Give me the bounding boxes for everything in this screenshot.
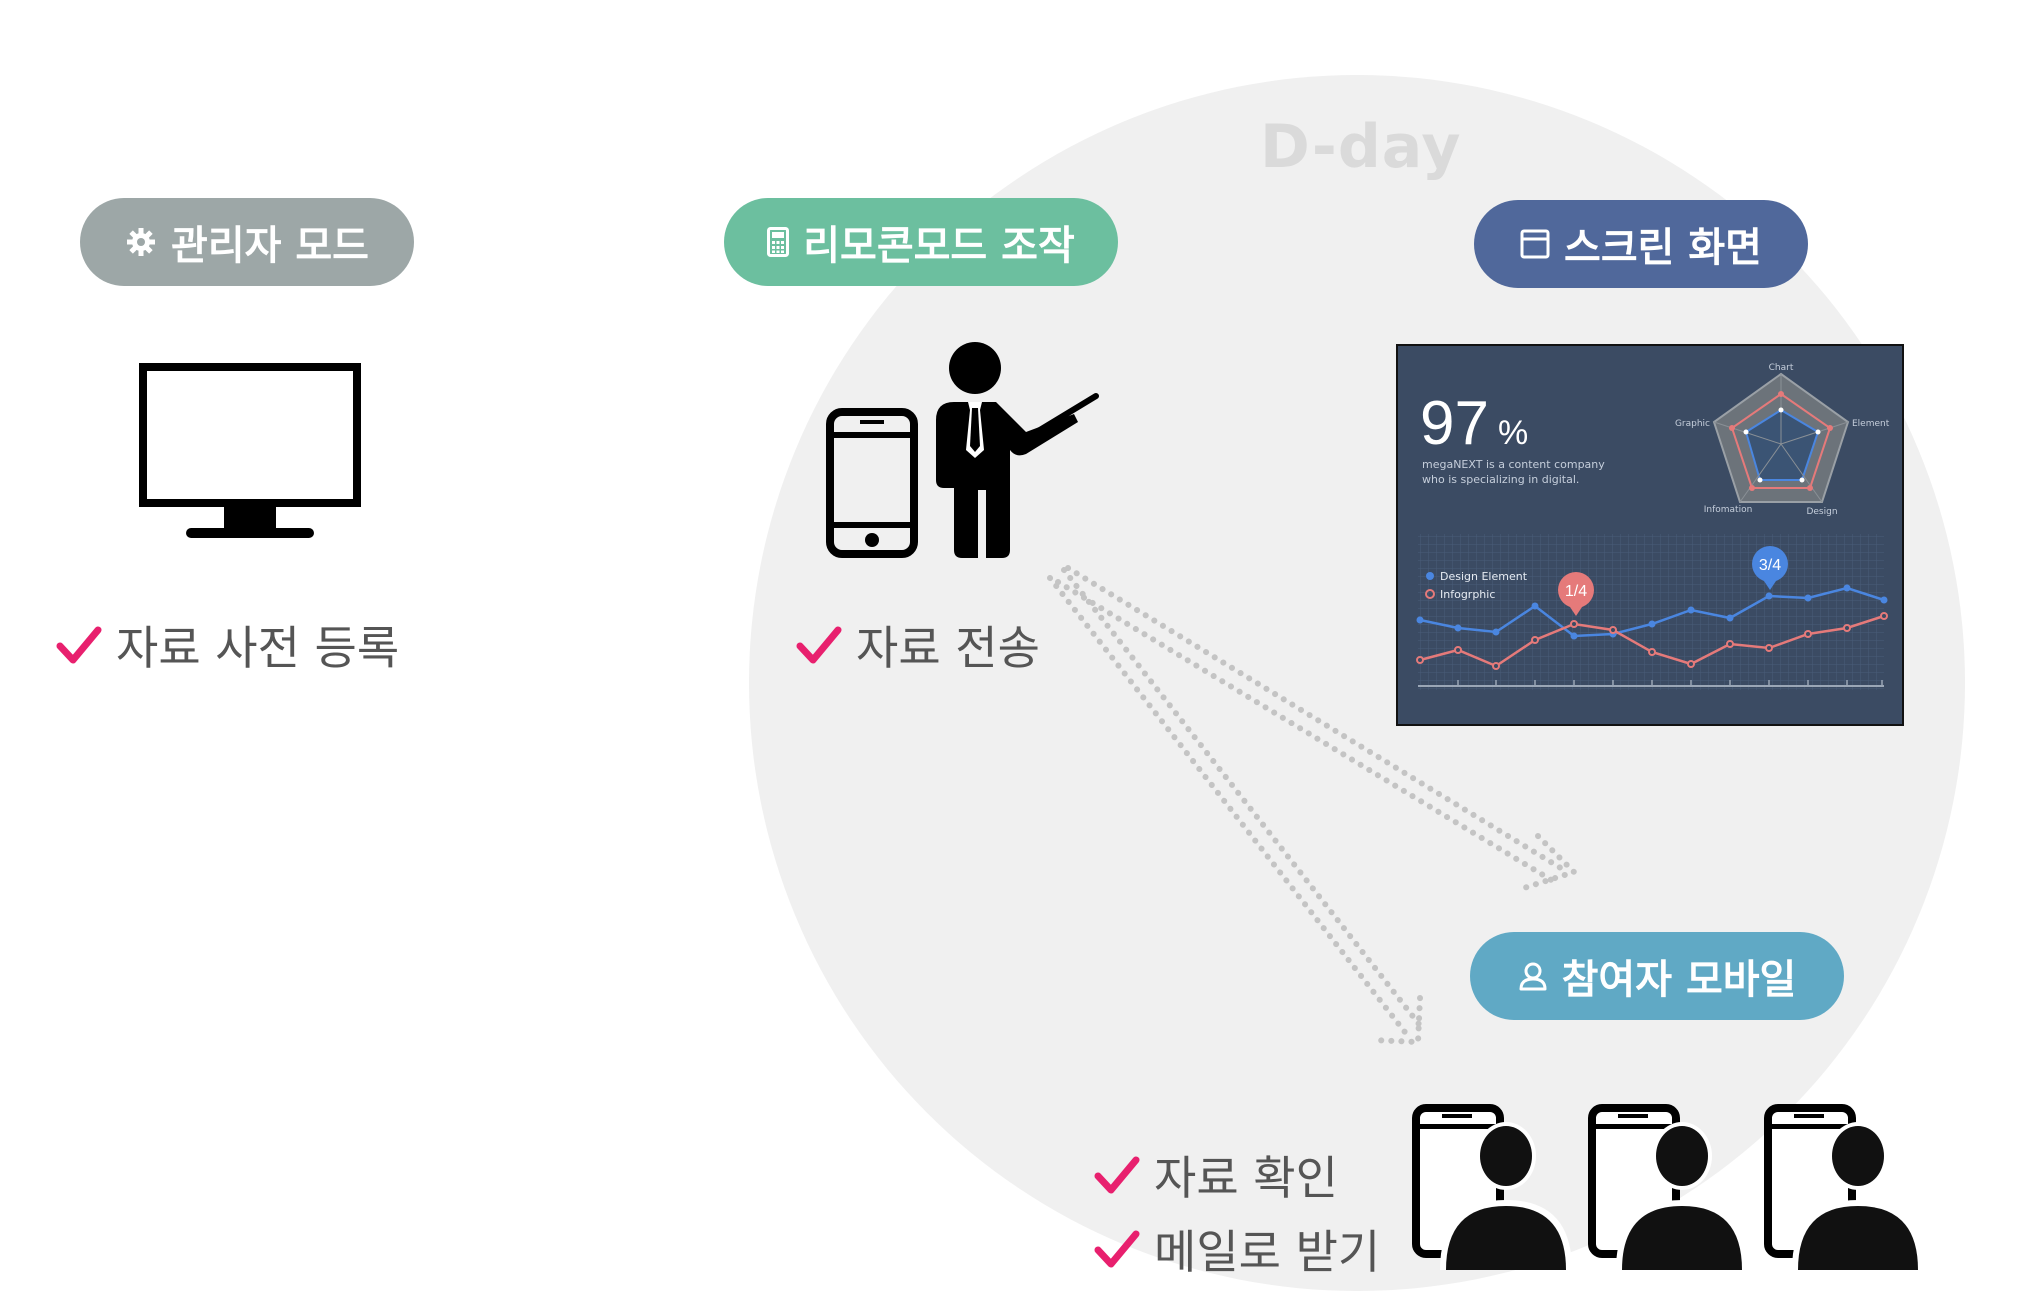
marker-3-4-label: 3/4	[1759, 557, 1781, 574]
participant-phone-icon	[1588, 1104, 1750, 1274]
arrow-to-mobile-right	[1061, 567, 1425, 1031]
radar-label-design: Design	[1806, 507, 1837, 517]
presenter-icon	[930, 340, 1100, 564]
radar-label-element: Element	[1852, 419, 1890, 429]
percent-value: 97	[1420, 389, 1489, 458]
remote-check-text: 자료 전송	[856, 621, 1040, 675]
mobile-check-item: 메일로 받기	[1094, 1216, 1380, 1282]
remote-mode-pill: 리모콘모드 조작	[724, 198, 1118, 286]
screen-view-pill: 스크린 화면	[1474, 200, 1808, 288]
participant-phone-icon	[1412, 1104, 1574, 1274]
marker-1-4: 1/4	[1558, 572, 1594, 616]
check-icon	[1094, 1156, 1140, 1194]
mobile-check-item: 자료 확인	[1094, 1142, 1338, 1208]
d-day-label: D-day	[1260, 112, 1462, 182]
line-chart: Design Element Infogrphic 1/4 3/4	[1416, 534, 1888, 690]
radar-label-infomation: Infomation	[1704, 505, 1753, 515]
participant-phone-icon	[1764, 1104, 1926, 1274]
smartphone-icon	[826, 408, 918, 562]
arrow-to-mobile-head	[1369, 995, 1423, 1046]
admin-check-text: 자료 사전 등록	[116, 621, 400, 675]
admin-check-item: 자료 사전 등록	[56, 612, 399, 678]
participant-mobile-label: 참여자 모바일	[1561, 957, 1797, 1003]
marker-1-4-label: 1/4	[1565, 583, 1587, 600]
screen-display: 97 % megaNEXT is a content company who i…	[1396, 344, 1904, 726]
check-icon	[796, 626, 842, 664]
radar-chart: Chart Element Design Infomation Graphic	[1675, 363, 1890, 517]
series-design-element-points	[1416, 584, 1888, 640]
admin-mode-label: 관리자 모드	[171, 223, 369, 269]
arrow-to-screen-upper	[1065, 565, 1567, 873]
description-line-2: who is specializing in digital.	[1422, 473, 1579, 486]
admin-mode-pill: 관리자 모드	[80, 198, 414, 286]
check-icon	[56, 626, 102, 664]
mobile-check-text: 자료 확인	[1154, 1151, 1338, 1205]
radar-label-graphic: Graphic	[1675, 419, 1710, 429]
arrow-to-screen-lower	[1055, 579, 1561, 887]
arrow-to-mobile-left	[1047, 575, 1411, 1039]
monitor-icon	[138, 362, 362, 548]
percent-sign: %	[1498, 414, 1528, 452]
participant-mobile-pill: 참여자 모바일	[1470, 932, 1844, 1020]
remote-check-item: 자료 전송	[796, 612, 1040, 678]
calculator-icon	[767, 227, 790, 257]
gear-icon	[125, 226, 157, 258]
remote-mode-label: 리모콘모드 조작	[803, 223, 1075, 269]
legend-design-element: Design Element	[1440, 570, 1528, 583]
marker-3-4: 3/4	[1752, 546, 1788, 590]
user-icon	[1518, 961, 1548, 991]
window-icon	[1520, 229, 1550, 259]
legend-infogrphic: Infogrphic	[1440, 588, 1495, 601]
chart-legend: Design Element Infogrphic	[1425, 570, 1528, 601]
check-icon	[1094, 1230, 1140, 1268]
radar-label-chart: Chart	[1769, 363, 1794, 373]
series-infogrphic-points	[1416, 612, 1888, 670]
description-line-1: megaNEXT is a content company	[1422, 458, 1605, 471]
screen-view-label: 스크린 화면	[1564, 225, 1762, 271]
mobile-check-text: 메일로 받기	[1154, 1225, 1381, 1279]
arrow-to-screen-head	[1521, 833, 1580, 891]
